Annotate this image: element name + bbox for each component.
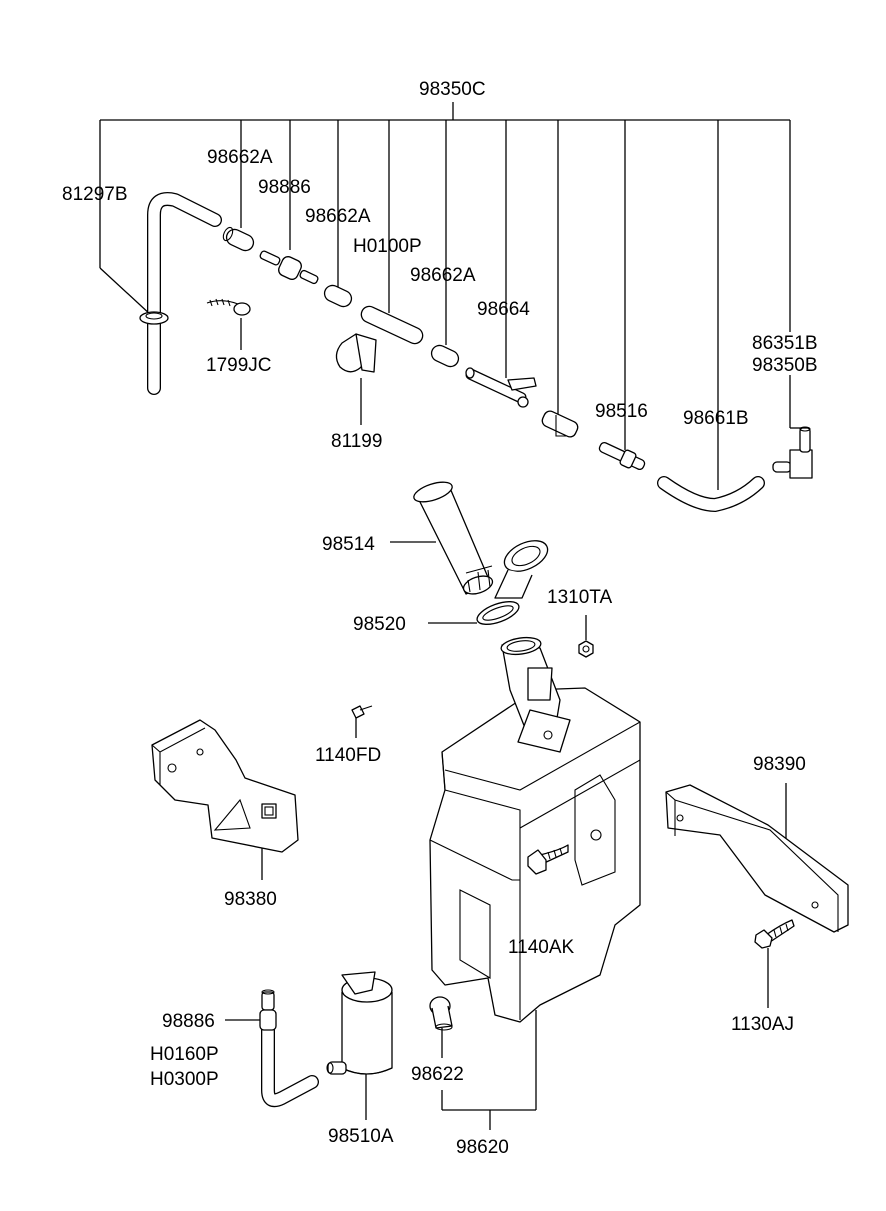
label-98886-bottom: 98886	[162, 1011, 215, 1032]
clip-1799JC	[206, 298, 251, 316]
label-86351B: 86351B	[752, 333, 818, 354]
label-1140AK: 1140AK	[508, 937, 575, 958]
gasket-98520	[476, 601, 520, 625]
label-98380: 98380	[224, 889, 277, 910]
tank-98620	[429, 636, 641, 1023]
label-98516: 98516	[595, 401, 648, 422]
label-H0300P: H0300P	[150, 1069, 219, 1090]
cap-98514	[494, 540, 549, 599]
hose-H0160P	[259, 989, 319, 1108]
nozzle-86351B	[772, 426, 813, 479]
part-labels: 98350C 98662A 98886 81297B 98662A H0100P…	[62, 79, 818, 1158]
nut-1310TA	[578, 640, 594, 658]
connector-98350C-9	[541, 410, 579, 438]
label-81297B: 81297B	[62, 184, 128, 205]
label-98510A: 98510A	[328, 1126, 394, 1147]
pump-98510A	[326, 971, 393, 1075]
hose-H0100P	[360, 305, 424, 345]
label-98514: 98514	[322, 534, 375, 555]
connector-98662A-2	[323, 284, 353, 308]
label-H0160P: H0160P	[150, 1044, 219, 1065]
bracket-98380	[151, 719, 299, 853]
label-H0100P: H0100P	[353, 236, 422, 257]
label-98620: 98620	[456, 1137, 509, 1158]
screw-1140FD	[351, 705, 373, 719]
filler-98514	[413, 481, 494, 595]
label-98390: 98390	[753, 754, 806, 775]
label-98350C: 98350C	[419, 79, 486, 100]
bolt-1130AJ	[754, 919, 795, 949]
label-98350B: 98350B	[752, 355, 818, 376]
hose-98661B	[657, 476, 765, 512]
connector-98662A-3	[430, 344, 460, 368]
label-98622: 98622	[411, 1064, 464, 1085]
label-1140FD: 1140FD	[315, 745, 381, 766]
label-98664: 98664	[477, 299, 530, 320]
label-98662A-3: 98662A	[410, 265, 476, 286]
bracket-98390	[665, 784, 849, 933]
label-98662A-1: 98662A	[207, 147, 273, 168]
joint-98886-top	[259, 250, 319, 285]
label-81199: 81199	[331, 431, 382, 452]
label-98662A-2: 98662A	[305, 206, 371, 227]
label-1799JC: 1799JC	[206, 355, 272, 376]
joint-98516	[598, 441, 646, 471]
label-98520: 98520	[353, 614, 406, 635]
connector-98662A-1	[222, 226, 255, 252]
label-1310TA: 1310TA	[547, 587, 612, 608]
hose-81297B	[139, 192, 222, 395]
label-1130AJ: 1130AJ	[731, 1014, 794, 1035]
bracket-81199	[335, 333, 377, 373]
bolt-1140AK	[527, 844, 569, 875]
label-98661B: 98661B	[683, 408, 749, 429]
tee-98664	[465, 367, 537, 408]
label-98886-top: 98886	[258, 177, 311, 198]
grommet-98622	[429, 996, 453, 1031]
